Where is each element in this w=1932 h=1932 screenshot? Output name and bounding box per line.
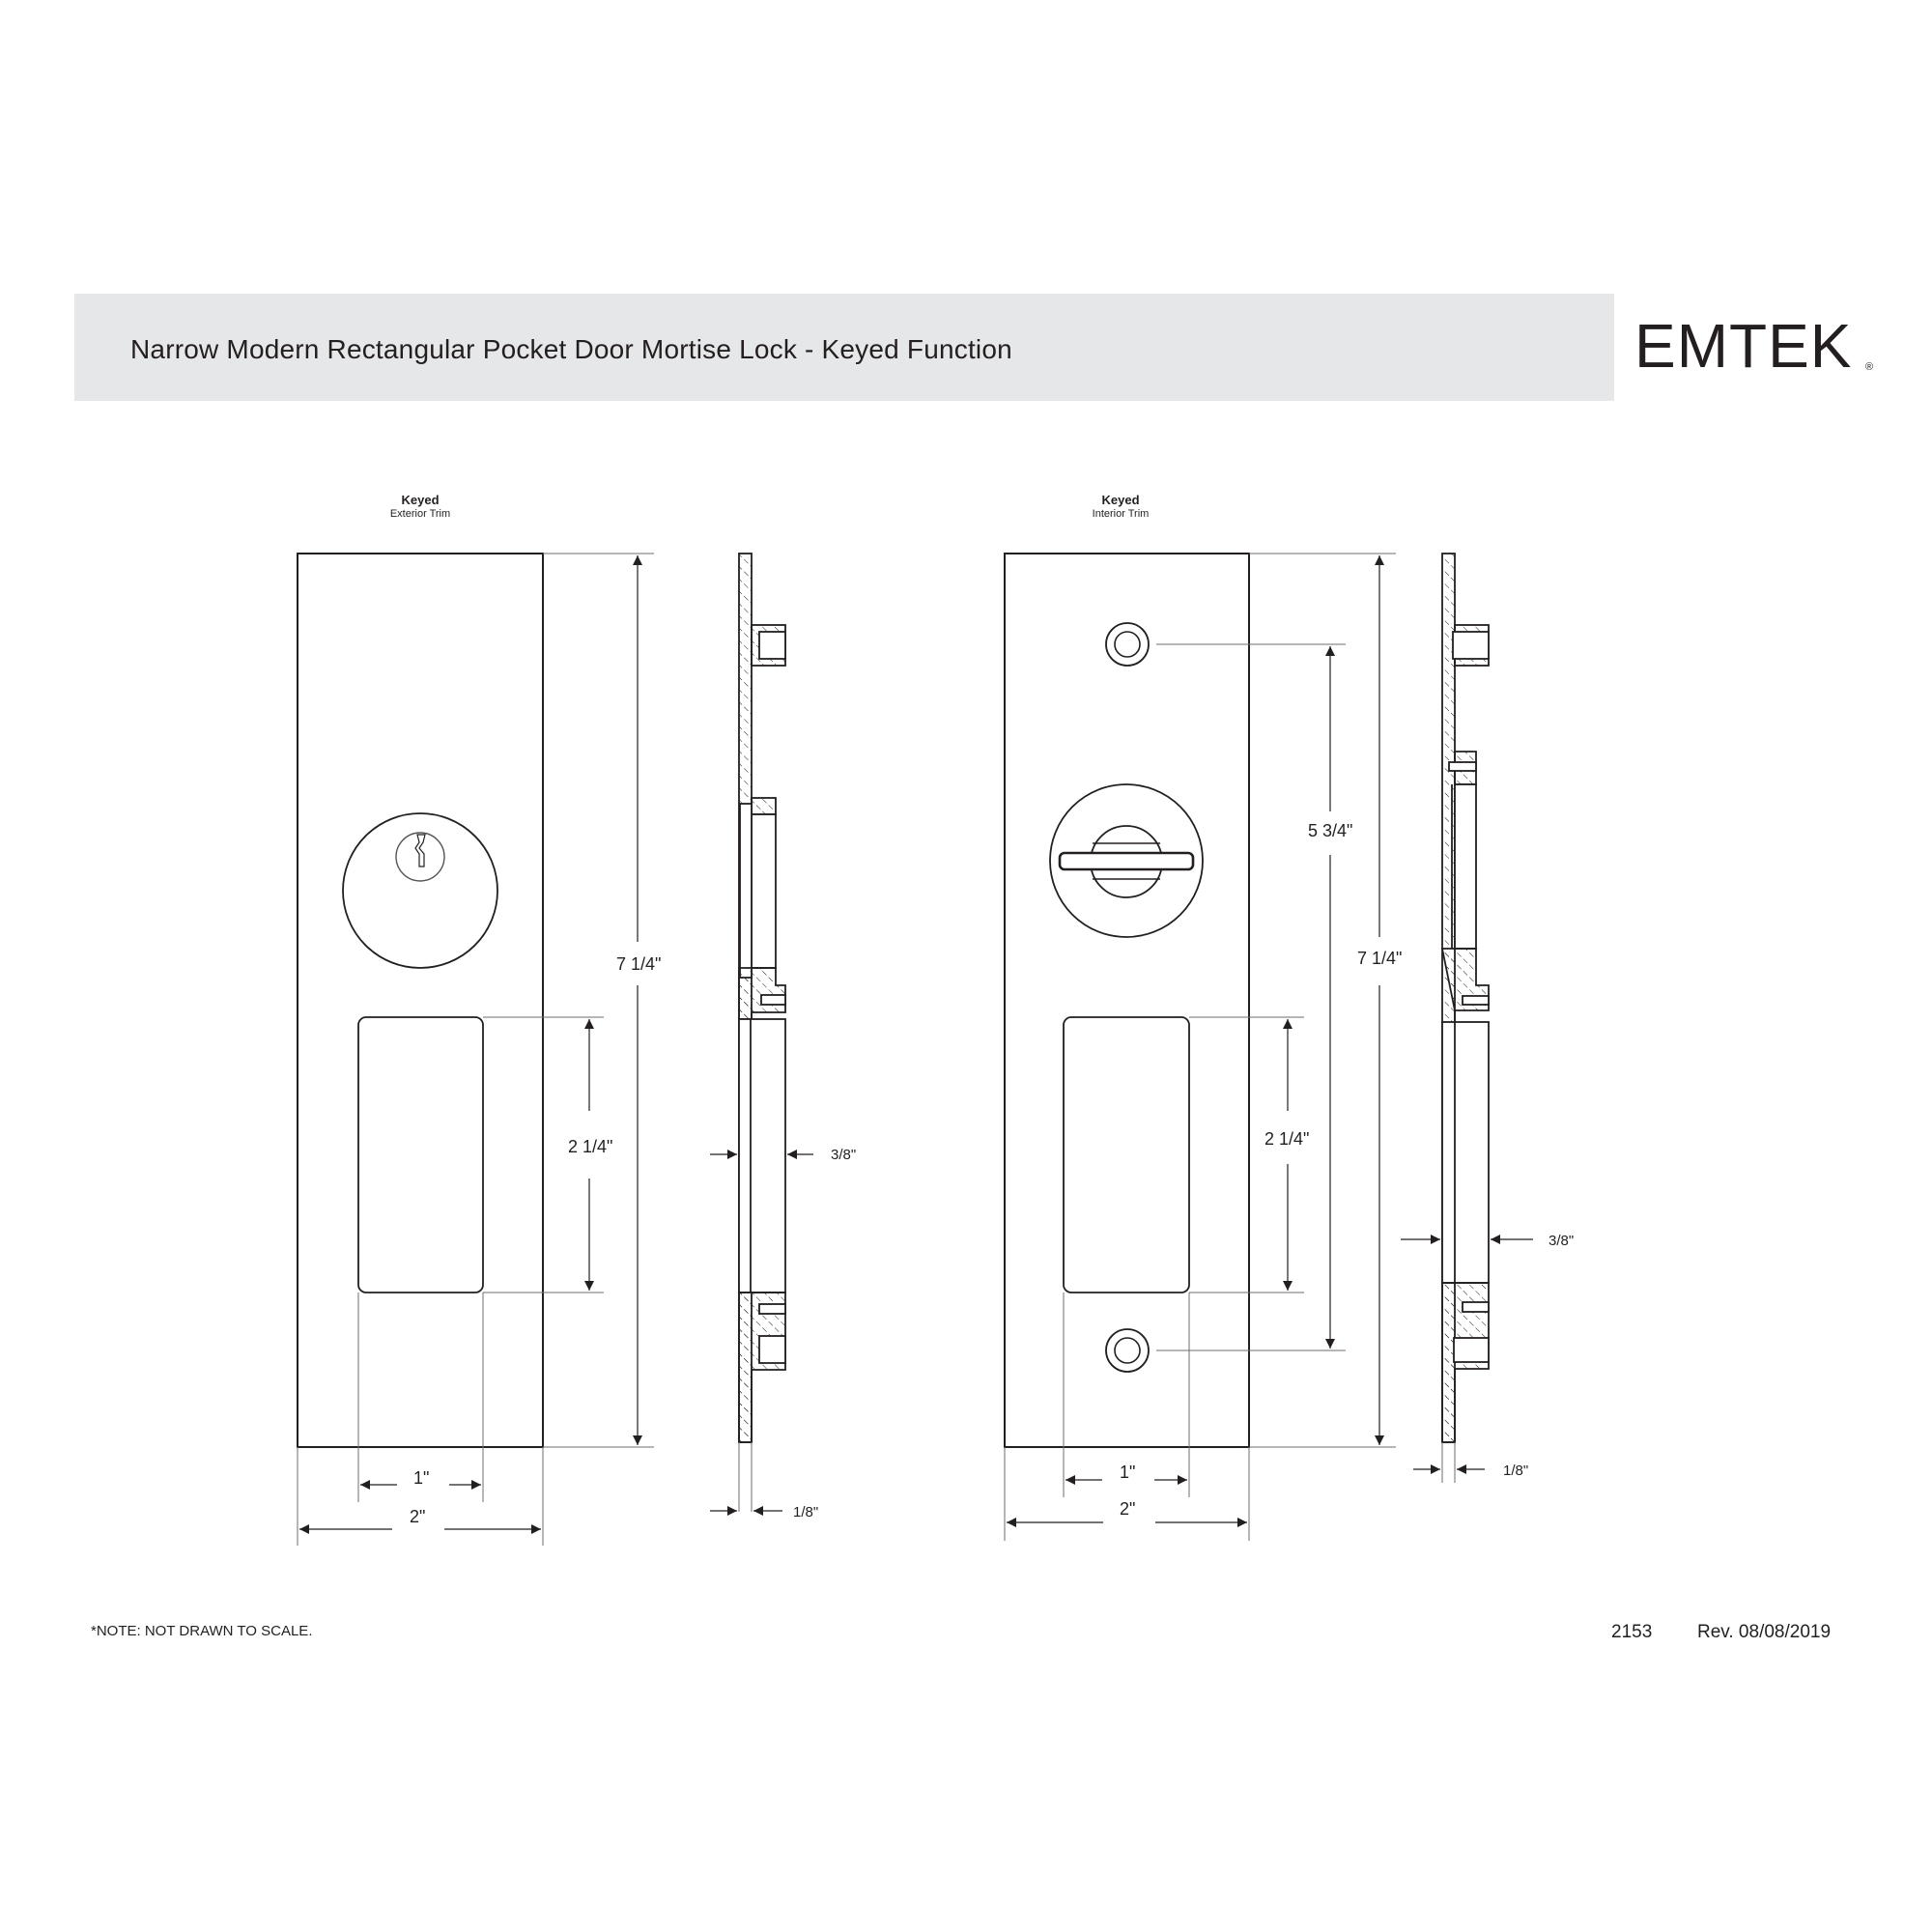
exterior-side-profile (710, 553, 813, 1516)
thumb-turn-icon (1049, 783, 1204, 938)
exterior-recess-height-dim: 2 1/4" (568, 1137, 612, 1156)
finger-recess (357, 1016, 484, 1293)
exterior-front-view (297, 553, 654, 1546)
page-title: Narrow Modern Rectangular Pocket Door Mo… (130, 334, 1012, 364)
interior-recess-width-dim: 1" (1120, 1463, 1135, 1482)
interior-recess-height-dim: 2 1/4" (1264, 1129, 1309, 1149)
exterior-thickness-dim: 1/8" (793, 1504, 818, 1520)
exterior-plate-width-dim: 2" (410, 1507, 425, 1526)
interior-plate-outline (1004, 553, 1250, 1448)
key-slot (414, 834, 426, 867)
interior-projection-dim: 3/8" (1548, 1233, 1574, 1249)
exterior-plate-outline (297, 553, 544, 1448)
interior-thickness-dim: 1/8" (1503, 1463, 1528, 1479)
interior-view-title: Keyed (1101, 493, 1140, 507)
interior-finger-recess (1063, 1016, 1190, 1293)
header-band (74, 294, 1614, 401)
exterior-recess-width-dim: 1" (413, 1468, 429, 1488)
interior-front-view (1004, 553, 1396, 1541)
exterior-projection-dim: 3/8" (831, 1147, 856, 1163)
interior-screw-spacing-dim: 5 3/4" (1308, 821, 1352, 840)
interior-view-subtitle: Interior Trim (1092, 507, 1150, 520)
interior-height-dim: 7 1/4" (1357, 949, 1402, 968)
exterior-view-title: Keyed (401, 493, 440, 507)
exterior-view-label: Keyed Exterior Trim (324, 493, 517, 521)
brand-logo: EMTEK (1634, 311, 1853, 381)
interior-plate-width-dim: 2" (1120, 1499, 1135, 1519)
keyhole-icon (395, 832, 445, 882)
scale-note: *NOTE: NOT DRAWN TO SCALE. (91, 1623, 313, 1639)
exterior-view-subtitle: Exterior Trim (389, 507, 451, 520)
screw-hole-top (1105, 622, 1150, 667)
registered-mark: ® (1865, 361, 1874, 373)
cylinder-rose (342, 812, 498, 969)
product-code: 2153 (1611, 1622, 1653, 1642)
interior-view-label: Keyed Interior Trim (1024, 493, 1217, 521)
exterior-height-dim: 7 1/4" (616, 954, 661, 974)
revision-date: Rev. 08/08/2019 (1697, 1622, 1832, 1642)
interior-side-profile (1401, 553, 1533, 1483)
screw-hole-bottom (1105, 1328, 1150, 1373)
